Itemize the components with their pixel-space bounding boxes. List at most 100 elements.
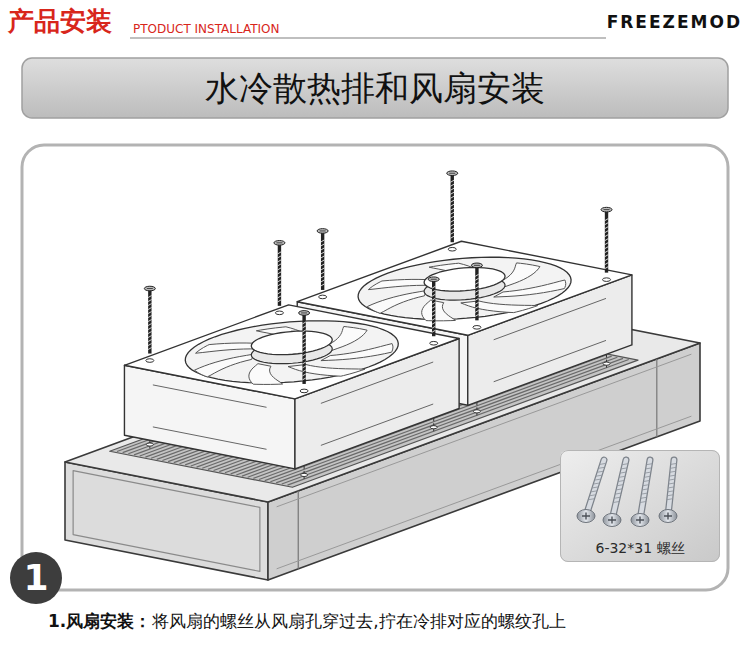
fan-blade — [367, 291, 426, 314]
screw-shaft — [321, 231, 324, 290]
screw-thread — [148, 316, 151, 318]
photo-screw-thread — [598, 467, 604, 468]
fan-blade — [288, 365, 365, 377]
photo-screw-thread — [643, 485, 649, 486]
screw-thread — [451, 184, 454, 186]
screw-thread — [605, 259, 608, 261]
screw — [471, 263, 482, 329]
screw-hole — [319, 295, 327, 299]
frame-detail — [153, 427, 267, 449]
screw-slot — [431, 279, 437, 280]
photo-screw-thread — [668, 487, 674, 488]
screw-thread — [605, 219, 608, 221]
screw-thread — [451, 188, 454, 190]
screw-thread — [432, 326, 435, 328]
section-heading: 产品安装 — [8, 6, 112, 37]
screw-thread — [432, 294, 435, 296]
section-subheading: PTODUCT INSTALLATION — [133, 22, 280, 36]
screw-thread — [451, 192, 454, 194]
photo-screw-thread — [593, 483, 599, 484]
photo-screw-thread — [590, 495, 596, 496]
photo-screw-thread — [619, 476, 625, 477]
photo-ground — [560, 450, 720, 562]
photo-screw-head — [659, 510, 677, 523]
screw-thread — [302, 330, 305, 332]
photo-screw-thread — [617, 485, 623, 486]
screw-thread — [148, 340, 151, 342]
screw-thread — [432, 290, 435, 292]
screw-thread — [321, 284, 324, 286]
screw-slot — [604, 209, 610, 210]
screw-hole — [146, 359, 154, 363]
screw-hole — [603, 278, 611, 282]
header-rule — [130, 37, 606, 39]
screw-photo-box: 6-32*31 螺丝 — [560, 450, 720, 562]
screw-thread — [432, 306, 435, 308]
photo-screw-thread — [613, 502, 619, 503]
screw-thread — [148, 300, 151, 302]
photo-screw-shaft — [612, 460, 626, 520]
threaded-hole — [146, 443, 153, 446]
photo-screw-head — [577, 510, 595, 523]
screw-photo — [560, 450, 720, 562]
fan — [124, 241, 459, 479]
screw-thread — [278, 292, 281, 294]
screw-thread — [432, 302, 435, 304]
screw-thread — [302, 378, 305, 380]
photo-screw-thread — [591, 491, 597, 492]
screw-thread — [302, 366, 305, 368]
photo-screw-outline — [640, 460, 650, 520]
screw-thread — [451, 200, 454, 202]
screw-photo-box-text: 6-32*31 螺丝 — [595, 540, 684, 556]
photo-screw-thread — [642, 489, 648, 490]
screw-thread — [451, 204, 454, 206]
photo-screw-thread — [588, 499, 594, 500]
step-heading: 1.风扇安装： — [48, 611, 151, 631]
photo-screw-thread — [670, 471, 676, 472]
step-number-circle-text: 1 — [23, 557, 48, 598]
photo-screw-shaft — [586, 460, 604, 516]
screw-slot — [147, 288, 153, 289]
screw-thread — [432, 314, 435, 316]
screw-thread — [451, 220, 454, 222]
fan-hub — [424, 267, 505, 291]
screw-head — [428, 277, 439, 282]
screw-thread — [451, 208, 454, 210]
screw-thread — [475, 282, 478, 284]
photo-screw-thread — [645, 472, 651, 473]
screw-thread — [278, 252, 281, 254]
screw-thread — [302, 354, 305, 356]
screw-thread — [475, 278, 478, 280]
screw-hole — [473, 326, 481, 330]
screw-thread — [278, 284, 281, 286]
fan-opening — [185, 321, 398, 383]
screw-thread — [432, 322, 435, 324]
photo-screw-outline — [586, 460, 604, 516]
photo-screw-thread — [669, 475, 675, 476]
screw-shaft — [302, 313, 305, 384]
screw-hole — [430, 341, 438, 345]
photo-screw-thread — [671, 463, 677, 464]
screw-thread — [278, 268, 281, 270]
screw-thread — [148, 324, 151, 326]
screw-thread — [278, 272, 281, 274]
brand-logo: FREEZEMOD — [607, 12, 742, 32]
screw-thread — [278, 256, 281, 258]
photo-screw-thread — [640, 502, 646, 503]
screw-thread — [278, 260, 281, 262]
photo-screw-thread — [622, 464, 628, 465]
fan-blade — [249, 364, 283, 385]
photo-screw-thread — [595, 479, 601, 480]
photo-screw-thread — [670, 467, 676, 468]
screw-slot — [320, 230, 326, 231]
screw-thread — [148, 328, 151, 330]
photo-screw-head — [631, 514, 649, 527]
screw — [317, 229, 328, 299]
screw-thread — [148, 336, 151, 338]
screw — [601, 207, 612, 281]
fan-hub — [251, 331, 332, 355]
fan-opening — [358, 257, 571, 319]
screw-thread — [605, 247, 608, 249]
screw-shaft — [148, 289, 151, 354]
screw-thread — [302, 370, 305, 372]
